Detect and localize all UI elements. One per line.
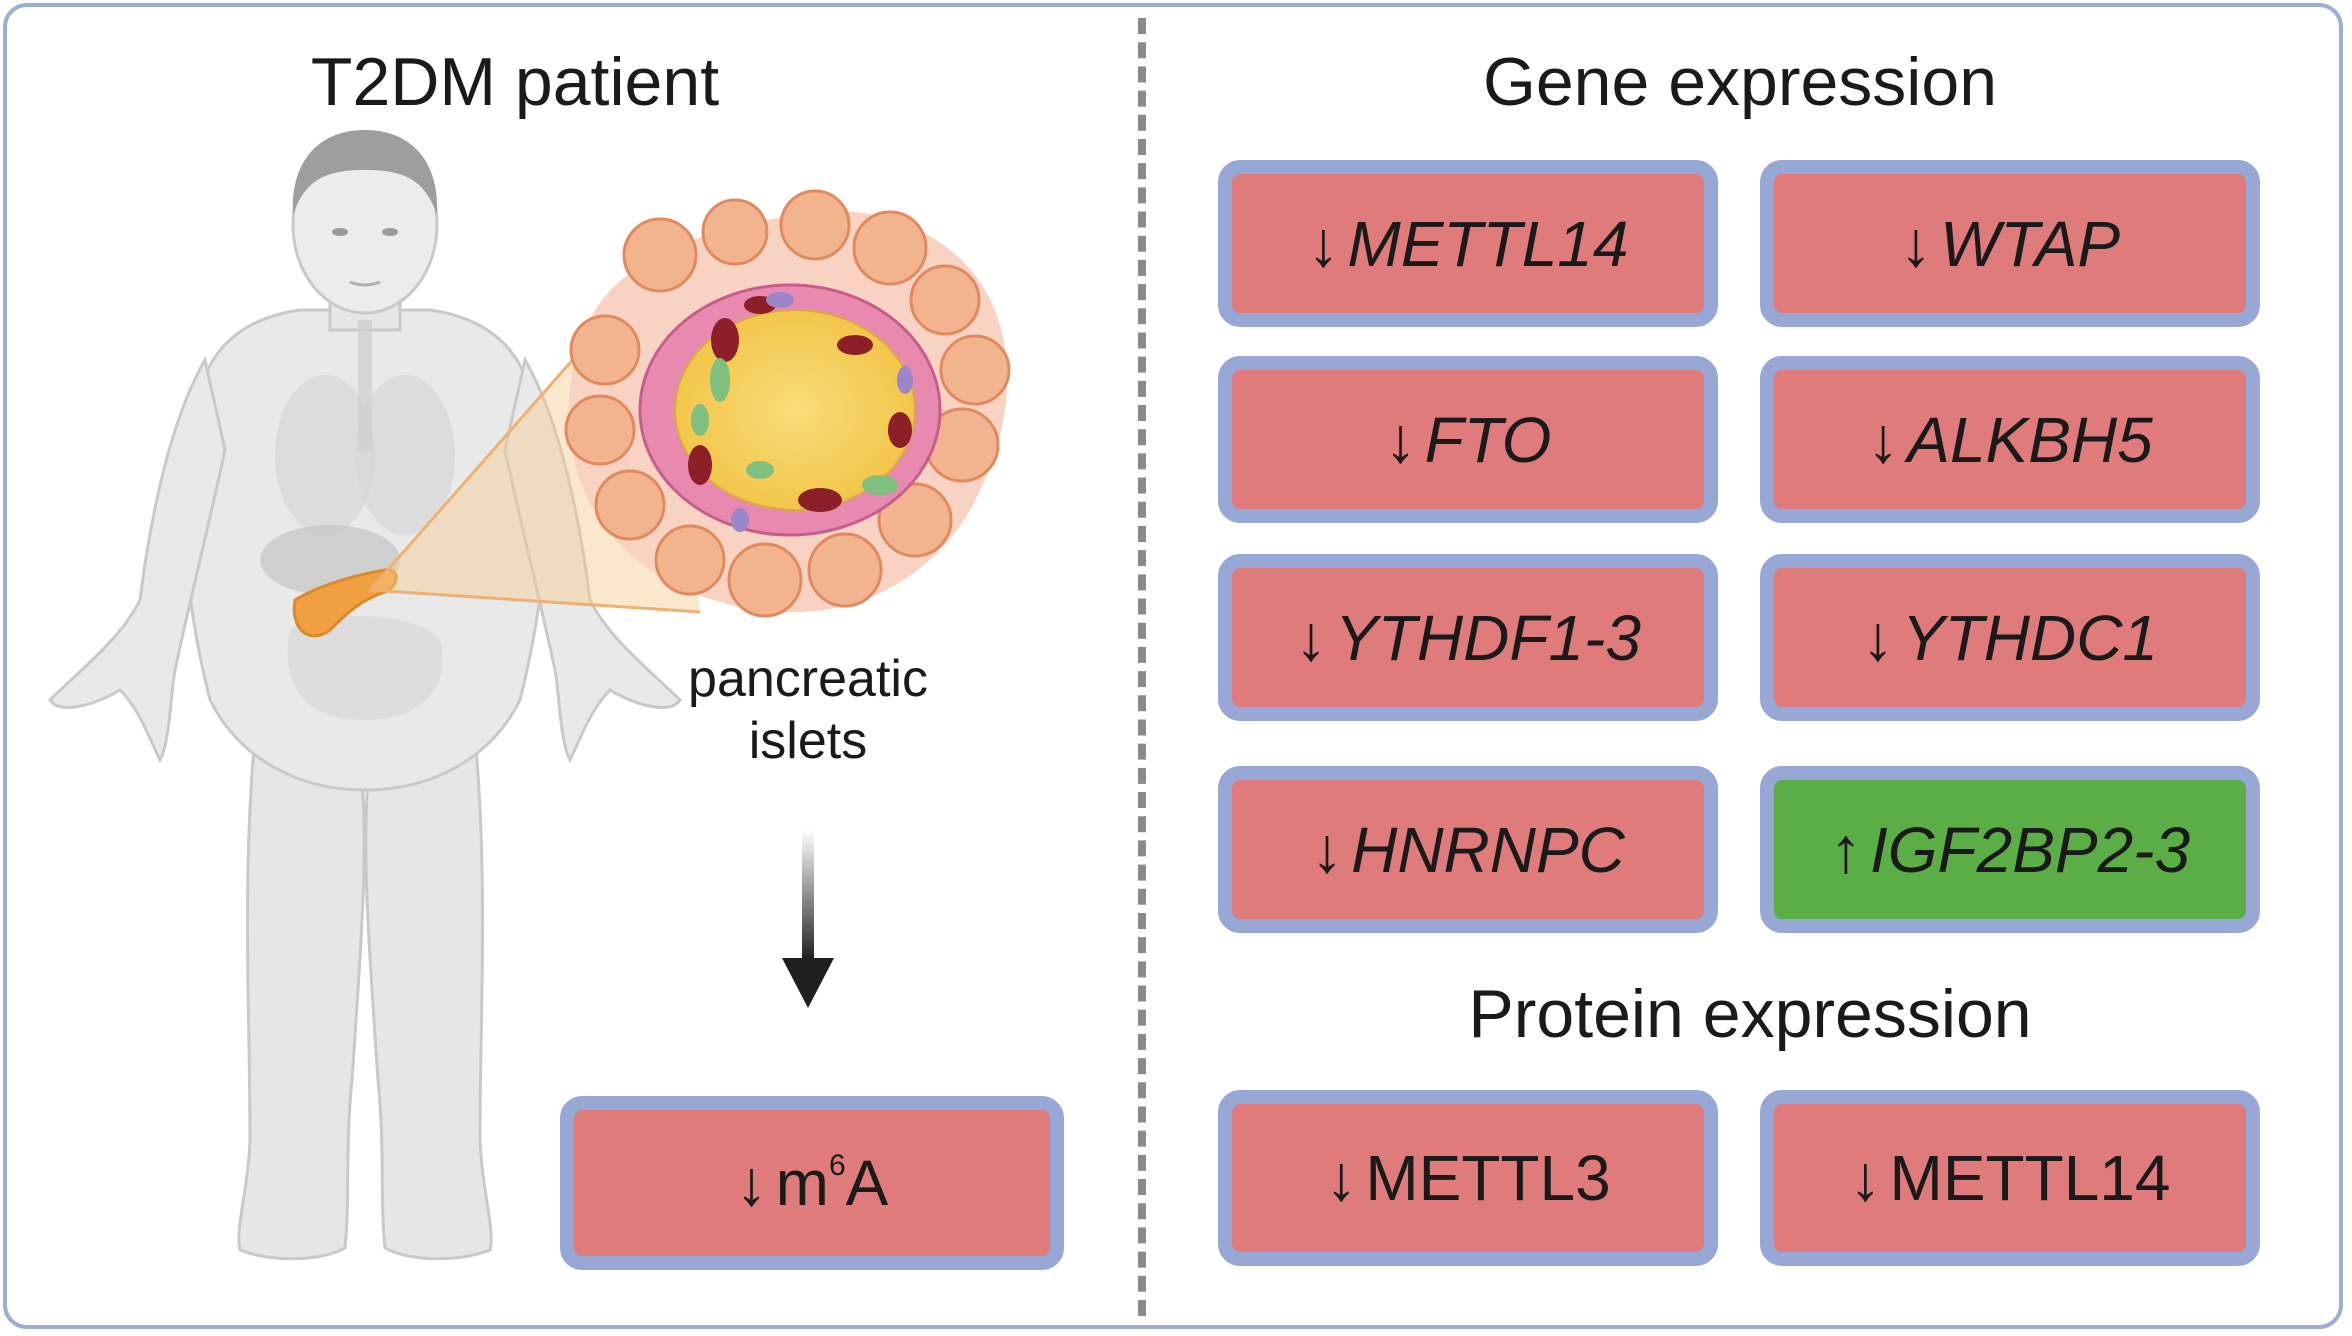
gene-box-ythdc1: ↓YTHDC1 xyxy=(1760,554,2260,721)
patient-title: T2DM patient xyxy=(310,44,720,120)
patient-body-icon xyxy=(48,130,682,1261)
gene-expression-title: Gene expression xyxy=(1482,44,1998,120)
gene-name: ALKBH5 xyxy=(1907,403,2153,476)
gene-box-hnrnpc: ↓HNRNPC xyxy=(1218,766,1718,933)
gene-box-mettl14: ↓METTL14 xyxy=(1218,160,1718,327)
gene-name: YTHDC1 xyxy=(1901,601,2159,674)
panel-divider xyxy=(1138,18,1146,1316)
pancreatic-islet-icon xyxy=(564,189,1011,618)
gene-box-ythdf1-3: ↓YTHDF1-3 xyxy=(1218,554,1718,721)
down-arrow-icon xyxy=(782,830,834,1008)
protein-name: METTL3 xyxy=(1365,1142,1611,1214)
protein-box-mettl14: ↓METTL14 xyxy=(1760,1090,2260,1266)
protein-expression-title: Protein expression xyxy=(1468,976,2032,1052)
islet-label-line2: islets xyxy=(748,712,868,770)
m6a-result-box: ↓m6A xyxy=(560,1096,1064,1270)
protein-box-mettl3: ↓METTL3 xyxy=(1218,1090,1718,1266)
protein-name: METTL14 xyxy=(1889,1142,2171,1214)
gene-name: FTO xyxy=(1424,403,1552,476)
gene-name: IGF2BP2-3 xyxy=(1869,813,2191,886)
gene-box-alkbh5: ↓ALKBH5 xyxy=(1760,356,2260,523)
gene-box-fto: ↓FTO xyxy=(1218,356,1718,523)
islet-label-line1: pancreatic xyxy=(688,650,928,708)
gene-name: YTHDF1-3 xyxy=(1335,601,1641,674)
gene-name: WTAP xyxy=(1939,207,2121,280)
figure-frame xyxy=(3,3,2343,1329)
gene-box-igf2bp2-3: ↑IGF2BP2-3 xyxy=(1760,766,2260,933)
gene-box-wtap: ↓WTAP xyxy=(1760,160,2260,327)
gene-name: HNRNPC xyxy=(1351,813,1625,886)
islet-label: pancreatic islets xyxy=(688,648,928,772)
gene-name: METTL14 xyxy=(1347,207,1629,280)
